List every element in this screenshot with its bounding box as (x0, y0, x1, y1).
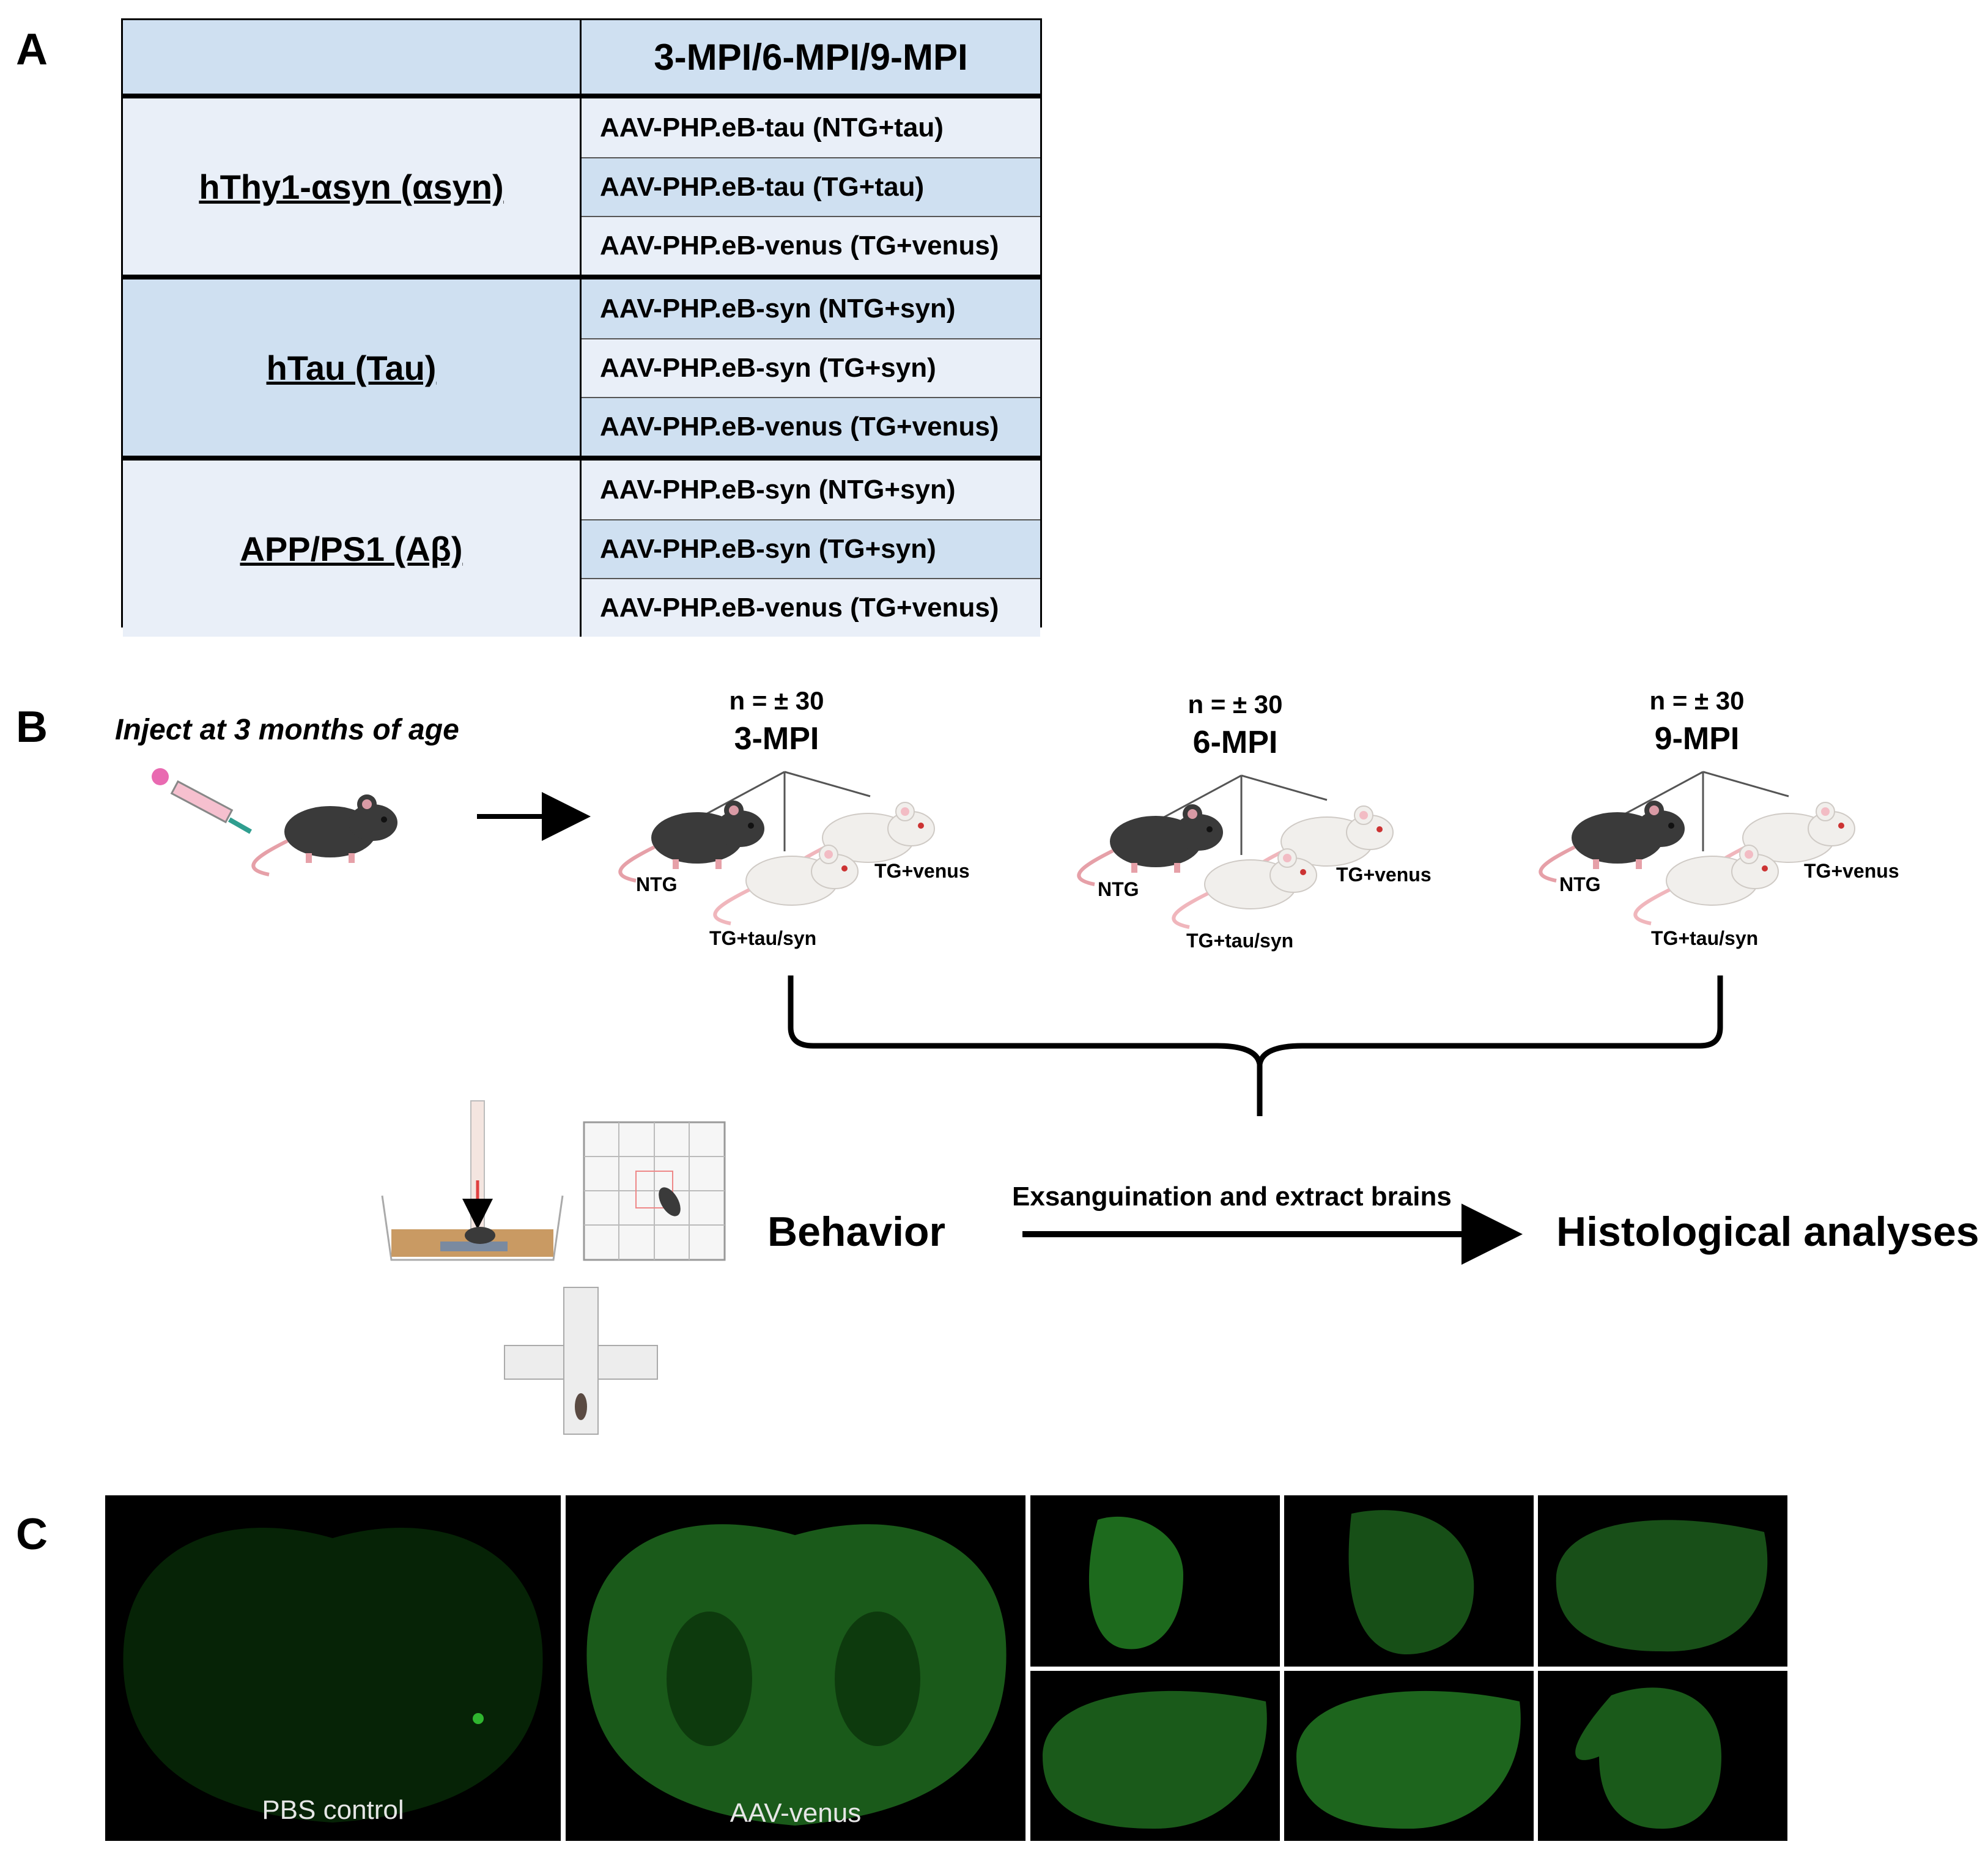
table-row: AAV-PHP.eB-syn (NTG+syn) (582, 461, 1040, 519)
table-row: AAV-PHP.eB-tau (NTG+tau) (582, 98, 1040, 157)
table-header-empty (123, 20, 582, 94)
syringe-icon (152, 768, 252, 834)
micrograph-caption: AAV-venus (730, 1798, 862, 1828)
mouse-tg-tau-syn-icon (1635, 845, 1778, 923)
label-tg-tau-syn: TG+tau/syn (709, 927, 817, 949)
brain-section-image (586, 1524, 1007, 1826)
open-field-test-icon (583, 1121, 726, 1261)
injection-caption: Inject at 3 months of age (115, 714, 459, 746)
table-divider (123, 94, 1040, 98)
hot-plate-test-icon (381, 1100, 564, 1261)
label-ntg: NTG (636, 873, 678, 895)
micrograph-section (1538, 1495, 1787, 1667)
micrograph-aav-venus: AAV-venus (566, 1495, 1025, 1841)
table-row: AAV-PHP.eB-venus (TG+venus) (582, 397, 1040, 456)
label-tg-tau-syn: TG+tau/syn (1186, 930, 1294, 952)
micrograph-section (1284, 1671, 1534, 1841)
group-table: 3-MPI/6-MPI/9-MPI hThy1-αsyn (αsyn) AAV-… (121, 18, 1042, 637)
mouse-ntg-icon (620, 801, 764, 881)
mouse-tg-tau-syn-icon (1173, 849, 1317, 927)
timepoint-label: 9-MPI (1654, 721, 1740, 757)
label-tg-venus: TG+venus (874, 860, 970, 882)
panel-label-b: B (16, 703, 48, 752)
histology-label: Histological analyses (1556, 1208, 1979, 1255)
injected-mouse-icon (253, 794, 397, 875)
curly-brace (788, 975, 1723, 1116)
process-label: Exsanguination and extract brains (1012, 1182, 1452, 1212)
panel-label-c: C (16, 1510, 48, 1559)
label-tg-tau-syn: TG+tau/syn (1651, 927, 1759, 949)
table-header-timepoints: 3-MPI/6-MPI/9-MPI (582, 20, 1040, 94)
behavior-label: Behavior (767, 1208, 945, 1255)
label-tg-venus: TG+venus (1336, 864, 1432, 886)
mouse-ntg-icon (1540, 801, 1685, 881)
group-label: APP/PS1 (Aβ) (123, 461, 582, 637)
table-divider (123, 456, 1040, 461)
panel-label-a: A (16, 25, 48, 74)
micrograph-section (1030, 1495, 1280, 1667)
timepoint-n: n = ± 30 (729, 686, 824, 715)
timepoint-n: n = ± 30 (1188, 690, 1283, 719)
table-row: AAV-PHP.eB-syn (TG+syn) (582, 338, 1040, 397)
micrograph-pbs-control: PBS control (105, 1495, 561, 1841)
table-row: AAV-PHP.eB-venus (TG+venus) (582, 578, 1040, 637)
timepoint-label: 6-MPI (1192, 725, 1278, 760)
table-row: AAV-PHP.eB-venus (TG+venus) (582, 216, 1040, 275)
brain-section-image (123, 1527, 543, 1823)
panel-b-graphics (152, 768, 1988, 1435)
mouse-ntg-icon (1079, 804, 1223, 884)
micrograph-section (1284, 1495, 1534, 1667)
plus-maze-icon (504, 1287, 658, 1435)
table-row: AAV-PHP.eB-syn (TG+syn) (582, 519, 1040, 578)
timepoint-label: 3-MPI (734, 721, 819, 757)
micrograph-section (1538, 1671, 1787, 1841)
table-divider (123, 275, 1040, 279)
group-label: hTau (Tau) (123, 279, 582, 456)
micrograph-caption: PBS control (262, 1795, 404, 1825)
table-row: AAV-PHP.eB-tau (TG+tau) (582, 157, 1040, 216)
label-ntg: NTG (1559, 873, 1601, 895)
mouse-tg-tau-syn-icon (715, 845, 858, 923)
label-ntg: NTG (1098, 878, 1139, 900)
table-row: AAV-PHP.eB-syn (NTG+syn) (582, 279, 1040, 338)
micrograph-section (1030, 1671, 1280, 1841)
group-label: hThy1-αsyn (αsyn) (123, 98, 582, 275)
label-tg-venus: TG+venus (1804, 860, 1899, 882)
timepoint-n: n = ± 30 (1649, 686, 1745, 715)
